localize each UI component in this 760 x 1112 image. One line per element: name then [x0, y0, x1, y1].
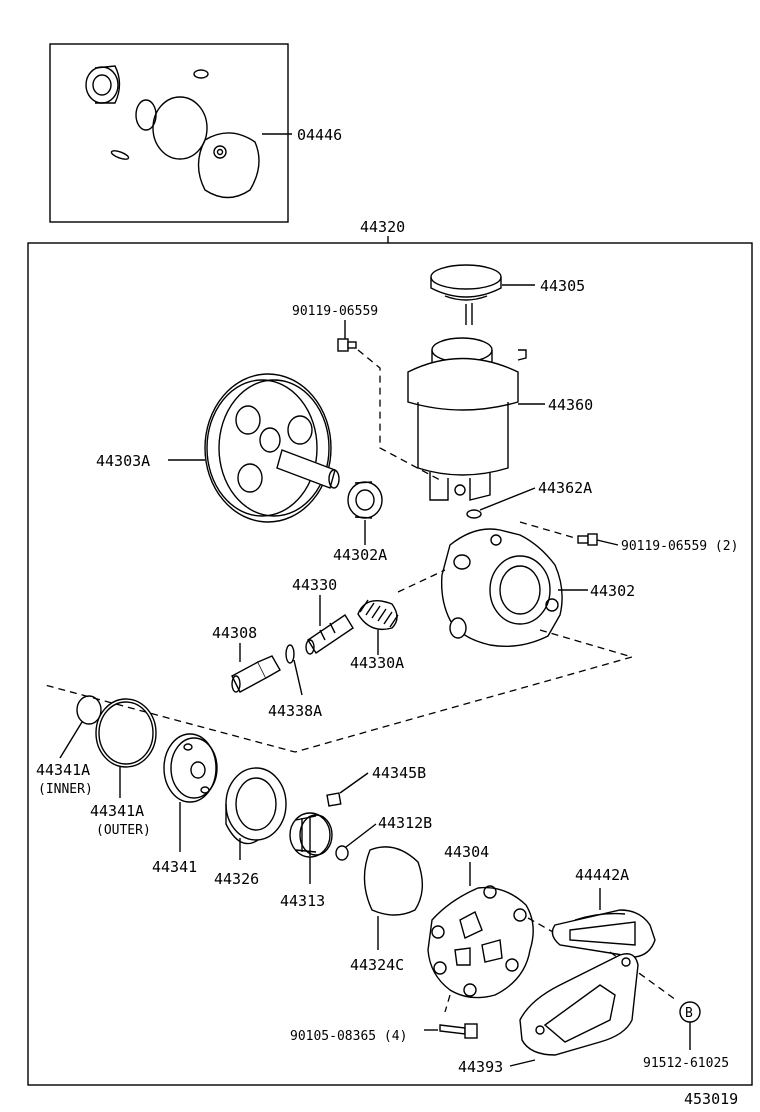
vane-icon	[326, 792, 342, 807]
part-label-44302: 44302	[590, 582, 635, 600]
reservoir-cap-icon	[430, 264, 502, 325]
assembly-part-label: 44320	[360, 218, 405, 236]
pump-housing-icon	[440, 528, 563, 648]
valve-icon	[305, 614, 354, 655]
part-label-44308: 44308	[212, 624, 257, 642]
reservoir-tank-icon	[407, 337, 527, 501]
kit-gasket-icon	[197, 132, 260, 199]
bearing-icon	[347, 481, 383, 519]
part-label-44326: 44326	[214, 870, 259, 888]
assembly-box	[27, 242, 753, 1086]
part-label-90105: 90105-08365 (4)	[290, 1029, 407, 1044]
bolt-icon	[439, 1023, 478, 1039]
kit-washer-icon	[110, 150, 130, 160]
part-label-44302A: 44302A	[333, 546, 387, 564]
part-label-44338A: 44338A	[268, 702, 322, 720]
side-plate-icon	[163, 733, 218, 803]
kit-large-oring-icon	[152, 96, 208, 160]
kit-bearing-icon	[85, 65, 121, 104]
part-label-44303A: 44303A	[96, 452, 150, 470]
rotor-icon	[289, 812, 333, 858]
part-label-44362A: 44362A	[538, 479, 592, 497]
pulley-icon	[204, 373, 340, 523]
inner-note: (INNER)	[38, 782, 93, 797]
seal-kit-group: 04446	[49, 43, 342, 223]
drawing-number: 453019	[684, 1090, 738, 1108]
outer-oring-icon	[95, 698, 157, 768]
part-label-44442A: 44442A	[575, 866, 629, 884]
part-label-44305: 44305	[540, 277, 585, 295]
oring-icon	[466, 509, 482, 519]
seal-kit-box	[49, 43, 289, 223]
part-label-44324C: 44324C	[350, 956, 404, 974]
bracket-plate-icon	[519, 953, 639, 1056]
kit-small-oring-icon	[193, 69, 209, 79]
bracket-icon	[551, 909, 656, 958]
part-label-90119-top: 90119-06559	[292, 304, 378, 319]
part-label-90119-2: 90119-06559 (2)	[621, 539, 738, 554]
part-label-44341: 44341	[152, 858, 197, 876]
kit-part-label: 04446	[297, 126, 342, 144]
callout-b-letter: B	[685, 1006, 693, 1021]
part-label-44330A: 44330A	[350, 654, 404, 672]
cam-ring-icon	[225, 767, 287, 845]
inner-oring-icon	[76, 695, 102, 725]
screw-icon	[577, 533, 598, 546]
part-label-44360: 44360	[548, 396, 593, 414]
spring-icon	[357, 599, 399, 631]
outer-note: (OUTER)	[96, 823, 151, 838]
part-label-44313: 44313	[280, 892, 325, 910]
part-label-44330: 44330	[292, 576, 337, 594]
part-label-44304: 44304	[444, 843, 489, 861]
part-label-91512: 91512-61025	[643, 1056, 729, 1071]
plug-icon	[231, 655, 281, 693]
snap-ring-icon	[335, 845, 349, 861]
part-label-44341A-outer: 44341A	[90, 802, 144, 820]
oring-icon	[285, 644, 295, 664]
screw-icon	[337, 338, 357, 352]
gasket-icon	[363, 846, 423, 916]
part-label-44345B: 44345B	[372, 764, 426, 782]
rear-cover-icon	[427, 885, 534, 999]
part-label-44393: 44393	[458, 1058, 503, 1076]
part-label-44341A-inner: 44341A	[36, 761, 90, 779]
part-label-44312B: 44312B	[378, 814, 432, 832]
